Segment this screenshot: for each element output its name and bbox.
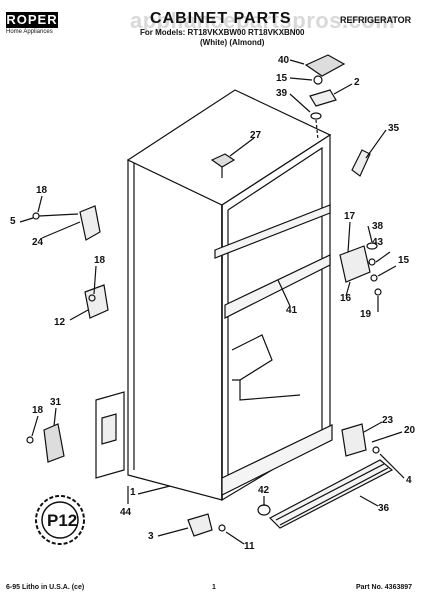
callout-20: 20 [404,425,416,436]
callout-23: 23 [382,415,394,426]
p12-badge: P12 [35,495,85,545]
callout-12: 12 [54,317,66,328]
footer-litho: 6-95 Litho in U.S.A. (ce) [6,584,85,591]
callout-42: 42 [258,485,270,496]
callout-18: 18 [36,185,48,196]
callout-5: 5 [10,216,16,227]
callout-27: 27 [250,130,262,141]
footer-part-no: Part No. 4363897 [356,584,413,591]
callout-39: 39 [276,88,288,99]
callout-11: 11 [244,541,255,552]
callout-41: 41 [286,305,298,316]
callout-18-mid: 18 [94,255,106,266]
divider-bar [224,254,331,319]
callout-4: 4 [406,475,412,486]
callout-44: 44 [120,507,132,518]
section-title: REFRIGERATOR [340,15,412,25]
brand-subtitle: Home Appliances [6,29,53,35]
callout-24: 24 [32,237,44,248]
cabinet-front [127,159,223,501]
model-colors: (White) (Almond) [200,38,265,47]
callout-15-right: 15 [398,255,410,266]
callout-18-low: 18 [32,405,44,416]
header: appliancepartspros.com ROPER Home Applia… [0,8,432,58]
callout-16: 16 [340,293,352,304]
brand-logo: ROPER Home Appliances [6,12,58,40]
callout-19: 19 [360,309,372,320]
callout-35: 35 [388,123,400,134]
svg-text:P12: P12 [47,511,77,530]
callout-2: 2 [354,77,360,88]
callout-17: 17 [344,211,356,222]
brand-name: ROPER [6,12,58,28]
callout-31: 31 [50,397,62,408]
callout-43: 43 [372,237,384,248]
callout-3: 3 [148,531,154,542]
callout-40: 40 [278,55,290,66]
page-title: CABINET PARTS [150,10,292,27]
callout-36: 36 [378,503,390,514]
callout-15: 15 [276,73,288,84]
watermark: appliancepartspros.com [130,8,396,33]
footer-page: 1 [212,584,216,591]
callout-1: 1 [130,487,136,498]
callout-38: 38 [372,221,384,232]
model-numbers: For Models: RT18VKXBW00 RT18VKXBN00 [140,28,305,37]
